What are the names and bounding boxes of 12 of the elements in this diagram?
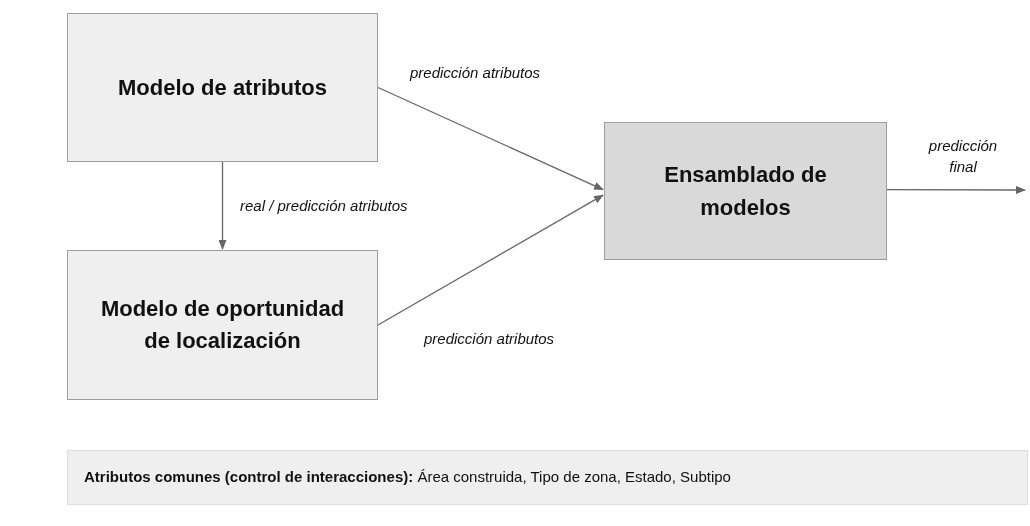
process-box xyxy=(67,250,378,400)
box-text: Atributos comunes (control de interacciones): Área construida, Tipo de zona, Estado, Subtipo xyxy=(83,467,732,488)
box-text: Modelo de atributos xyxy=(117,74,328,102)
box-text: Ensamblado de modelos xyxy=(663,161,828,222)
box-text: Modelo de oportunidad de localización xyxy=(99,295,346,355)
arrow xyxy=(886,186,1026,194)
arrow xyxy=(377,194,604,326)
arrow xyxy=(218,161,227,250)
arrow xyxy=(377,86,604,191)
process-box xyxy=(67,13,378,162)
process-box xyxy=(604,122,887,260)
note-band xyxy=(67,450,1028,505)
